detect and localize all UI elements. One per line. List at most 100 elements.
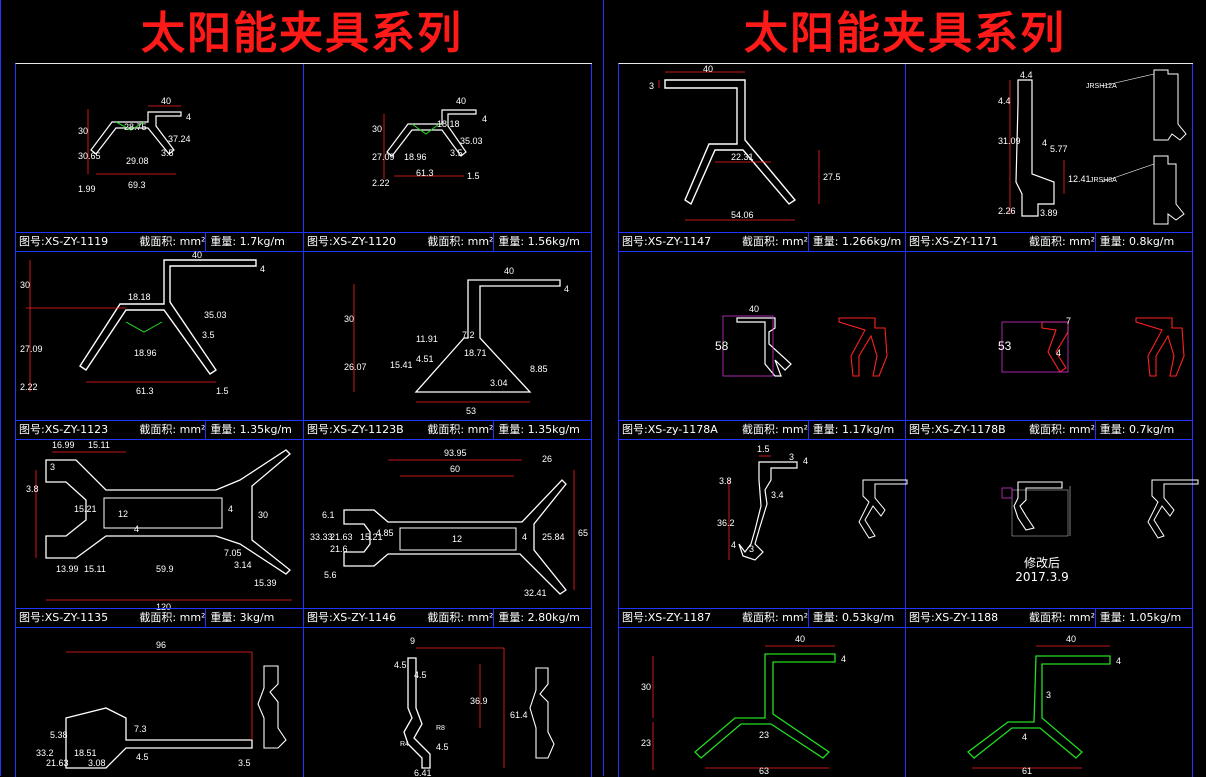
dimension-label: 40: [192, 250, 202, 260]
dimension-label: 61: [1022, 766, 1032, 776]
dimension-label: 3.14: [234, 560, 252, 570]
dimension-label: 3.89: [1040, 208, 1058, 218]
section-area: 截面积: mm²: [427, 235, 494, 248]
dimension-label: 54.06: [731, 210, 754, 220]
dimension-label: 21.6: [330, 544, 348, 554]
caption-1123: 图号:XS-ZY-1123 截面积: mm² 重量: 1.35kg/m: [16, 420, 303, 439]
dimension-label: 93.95: [444, 448, 467, 458]
drawing-cell-1123[interactable]: 40 4 30 18.18 35.03 27.09 3.5 18.96 2.22…: [16, 250, 304, 440]
dimension-label: 27.09: [20, 344, 43, 354]
dimension-label: 4: [134, 524, 139, 534]
unit-weight: 重量: 3kg/m: [205, 609, 274, 627]
dimension-label: 1.5: [216, 386, 229, 396]
right-drawing-grid: 40 3 22.31 27.5 54.06 图号:XS-ZY-1147 截面积:…: [618, 63, 1199, 777]
drawing-cell-1146[interactable]: 93.95 60 26 6.1 33.33 21.63 21.6 15.21 4…: [304, 440, 592, 628]
drawing-cell-1171[interactable]: 4.4 4.4 31.09 4 5.77 12.41 2.26 3.89 JRS…: [906, 64, 1193, 252]
dimension-label: 13.99: [56, 564, 79, 574]
profile-drawing-1171: 4.4 4.4 31.09 4 5.77 12.41 2.26 3.89 JRS…: [998, 69, 1187, 225]
dimension-label: 3.08: [88, 758, 106, 768]
drawing-number: 图号:XS-ZY-1146: [307, 611, 397, 624]
dimension-label: 120: [156, 602, 171, 612]
dimension-label: 5.77: [1050, 144, 1068, 154]
dimension-label: R8: [436, 725, 445, 732]
profile-drawing-right-8: 40 4 3 4 61: [967, 634, 1121, 776]
section-area: 截面积: mm²: [1028, 611, 1096, 624]
dimension-label: 3: [789, 452, 794, 462]
dimension-label: 61.3: [416, 168, 434, 178]
dimension-label: 59.9: [156, 564, 174, 574]
dimension-label: 3: [749, 544, 754, 554]
drawing-number: 图号:XS-ZY-1147: [622, 235, 712, 248]
drawing-number: 图号:XS-ZY-1135: [19, 611, 109, 624]
right-sheet: 太阳能夹具系列 40 3 22.31 27.5 54.06 图号:XS-ZY-1…: [603, 0, 1206, 777]
dimension-label: 4.51: [416, 354, 434, 364]
dimension-label: 6.41: [414, 768, 432, 777]
drawing-number: 图号:XS-ZY-1171: [909, 235, 999, 248]
dimension-label: 2.22: [372, 178, 390, 188]
unit-weight: 重量: 0.8kg/m: [1094, 233, 1174, 251]
dimension-label: 4: [186, 112, 191, 122]
dimension-label: 22.31: [731, 152, 754, 162]
dimension-label: 35.03: [460, 136, 483, 146]
dimension-label: 15.21: [74, 504, 97, 514]
unit-weight: 重量: 1.05kg/m: [1094, 609, 1181, 627]
dimension-label: 5.38: [50, 730, 68, 740]
dimension-label: 12: [118, 509, 128, 519]
dimension-label: 1.5: [757, 444, 770, 454]
drawing-cell-1188[interactable]: 修改后 2017.3.9 图号:XS-ZY-1188 截面积: mm² 重量: …: [906, 440, 1199, 628]
unit-weight: 重量: 0.53kg/m: [807, 609, 894, 627]
revision-label: 修改后: [1023, 556, 1060, 570]
dimension-label: 18.18: [128, 292, 151, 302]
dimension-label: 60: [450, 464, 460, 474]
drawing-number: 图号:XS-ZY-1178B: [909, 423, 1006, 436]
unit-weight: 重量: 1.35kg/m: [205, 421, 292, 439]
drawing-cell-left-7[interactable]: 96 7.3 5.38 33.2 21.63 18.51 3.08 4.5 3.…: [16, 628, 304, 777]
section-area: 截面积: mm²: [741, 611, 809, 624]
drawing-cell-right-7[interactable]: 40 4 30 23 23 63: [619, 628, 906, 777]
unit-weight: 重量: 1.17kg/m: [807, 421, 894, 439]
drawing-cell-1123b[interactable]: 40 4 30 11.91 7.2 4.51 15.41 18.71 26.07…: [304, 252, 592, 440]
drawing-cell-1135[interactable]: 16.99 15.11 3 3.8 15.21 12 4 4 30 7.05 1…: [16, 440, 304, 628]
drawing-cell-1147[interactable]: 40 3 22.31 27.5 54.06 图号:XS-ZY-1147 截面积:…: [619, 64, 906, 252]
unit-weight: 重量: 2.80kg/m: [493, 609, 580, 627]
drawing-cell-left-8[interactable]: 9 4.5 4.5 36.9 61.4 R4 R8 4.5 6.41: [304, 628, 592, 777]
dimension-label: 27.09: [372, 152, 395, 162]
dimension-label: 21.63: [330, 532, 353, 542]
dimension-label: 3.8: [26, 484, 39, 494]
caption-1119: 图号:XS-ZY-1119 截面积: mm² 重量: 1.7kg/m: [16, 232, 303, 251]
dimension-label: 30.65: [78, 151, 101, 161]
caption-1135: 图号:XS-ZY-1135 截面积: mm² 重量: 3kg/m: [16, 608, 303, 627]
section-area: 截面积: mm²: [1028, 423, 1096, 436]
dimension-label: 26.07: [344, 362, 367, 372]
drawing-cell-1119[interactable]: 40 4 28.75 37.24 30 30.65 29.08 3.5 1.99…: [16, 64, 304, 252]
dimension-label: 30: [372, 124, 382, 134]
dimension-label: 4: [1042, 138, 1047, 148]
drawing-number: 图号:XS-ZY-1187: [622, 611, 712, 624]
dimension-label: 12.41: [1068, 174, 1091, 184]
dimension-label: 15.11: [84, 564, 106, 574]
section-area: 截面积: mm²: [139, 423, 206, 436]
profile-drawing-1119: 40 4 28.75 37.24 30 30.65 29.08 3.5 1.99…: [78, 96, 191, 194]
dimension-label: 21.63: [46, 758, 69, 768]
drawing-cell-1120[interactable]: 40 4 18.18 35.03 30 27.09 18.96 3.5 2.22…: [304, 64, 592, 252]
dimension-label: 18.71: [464, 348, 487, 358]
dimension-label: 2.26: [998, 206, 1016, 216]
revision-date: 2017.3.9: [1015, 570, 1069, 584]
unit-weight: 重量: 0.7kg/m: [1094, 421, 1174, 439]
drawing-cell-1187[interactable]: 1.5 3 4 3.8 3.4 36.2 4 3 图号:XS-ZY-1187 截…: [619, 440, 908, 628]
dimension-label: 30: [258, 510, 268, 520]
dimension-label: 30: [344, 314, 354, 324]
profile-drawing-right-7: 40 4 30 23 23 63: [641, 634, 846, 776]
drawing-cell-1178b[interactable]: 53 7 4 图号:XS-ZY-1178B 截面积: mm² 重量: 0.7kg…: [906, 252, 1193, 440]
dimension-label: 2.22: [20, 382, 38, 392]
caption-1146: 图号:XS-ZY-1146 截面积: mm² 重量: 2.80kg/m: [304, 608, 591, 627]
dimension-label: 29.08: [126, 156, 149, 166]
drawing-number: 图号:XS-ZY-1123: [19, 423, 109, 436]
dimension-label: 4.5: [414, 670, 427, 680]
dimension-label: 11.91: [416, 334, 438, 344]
dimension-label: 15.21: [360, 532, 383, 542]
drawing-cell-1178a[interactable]: 40 58 图号:XS-zy-1178A 截面积: mm² 重量: 1.17kg…: [619, 252, 906, 440]
drawing-cell-right-8[interactable]: 40 4 3 4 61: [906, 628, 1193, 777]
revision-note: 修改后 2017.3.9: [1002, 556, 1082, 584]
dimension-label: 23: [641, 738, 651, 748]
